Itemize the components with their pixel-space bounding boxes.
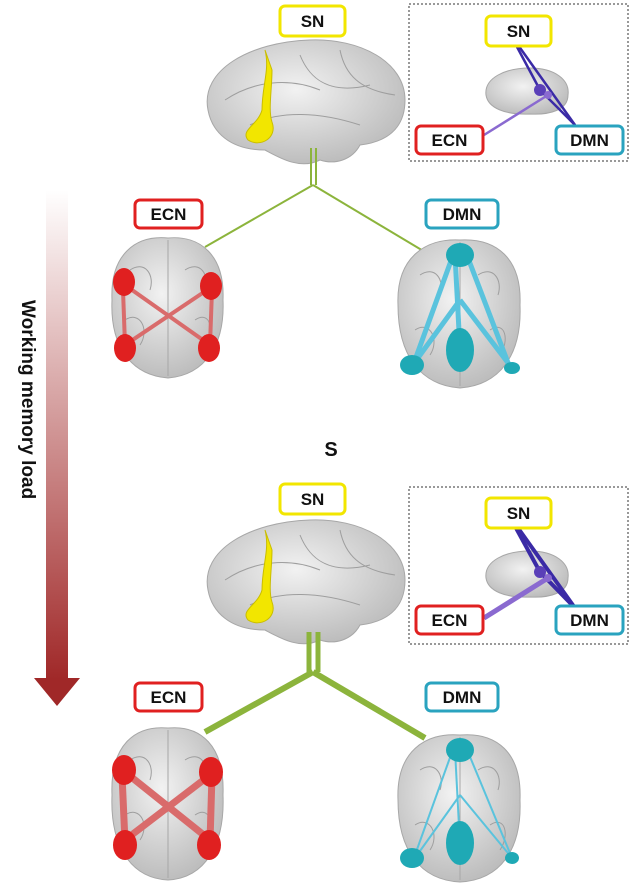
svg-text:SN: SN [507,22,531,41]
sn-node-label: SN [278,4,347,38]
panel-high-load: SN ECN [111,482,629,883]
ecn-brain [111,237,224,379]
ecn-node-label: ECN [133,681,204,713]
working-memory-load-arrow [34,190,80,706]
working-memory-load-label: Working memory load [17,300,38,499]
connector-lines [204,148,426,253]
svg-text:ECN: ECN [151,688,187,707]
svg-text:DMN: DMN [443,688,482,707]
inset-ecn-label: ECN [414,604,485,636]
dmn-node-label: DMN [424,681,500,713]
panel-low-load: SN [111,3,629,389]
dmn-brain [397,239,521,389]
dmn-brain [397,734,521,883]
inset-top: SN ECN DMN [408,3,629,162]
inset-ecn-label: ECN [414,124,485,156]
svg-text:SN: SN [301,12,325,31]
svg-text:SN: SN [301,490,325,509]
inset-dmn-label: DMN [554,124,625,156]
svg-text:SN: SN [507,504,531,523]
ecn-node-label: ECN [133,198,204,230]
sn-node-label: SN [278,482,347,516]
ecn-brain [111,727,224,881]
svg-text:ECN: ECN [151,205,187,224]
svg-text:DMN: DMN [570,131,609,150]
svg-text:DMN: DMN [570,611,609,630]
inset-dmn-label: DMN [554,604,625,636]
sn-brain [206,519,406,645]
svg-text:ECN: ECN [432,131,468,150]
separator-label: S [324,439,337,461]
sn-brain [206,39,406,165]
svg-text:DMN: DMN [443,205,482,224]
connector-lines [203,632,427,741]
inset-sn-label: SN [484,496,553,530]
inset-sn-label: SN [484,14,553,48]
dmn-node-label: DMN [424,198,500,230]
inset-bottom: SN ECN DMN [408,486,629,645]
svg-text:ECN: ECN [432,611,468,630]
